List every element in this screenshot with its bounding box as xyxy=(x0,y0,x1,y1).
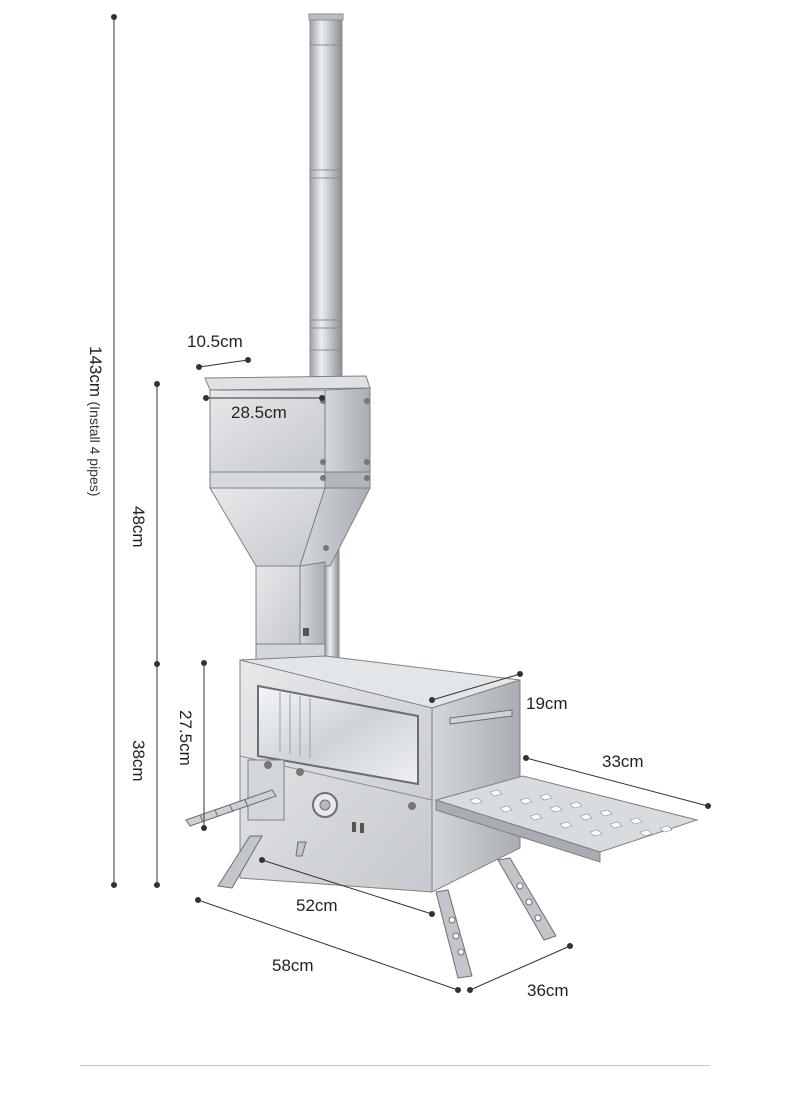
pellet-hopper xyxy=(204,375,371,665)
overall-length-label: 58cm xyxy=(272,956,314,975)
stove-legs xyxy=(217,835,557,979)
upper-height-value: 48cm xyxy=(129,506,148,548)
firebox-height-label: 27.5cm xyxy=(176,710,195,766)
total-height-value: 143cm xyxy=(86,346,105,398)
bottom-divider xyxy=(80,1065,710,1066)
firebox-body xyxy=(239,655,521,893)
total-height-note: (Install 4 pipes) xyxy=(87,401,103,497)
hopper-width-label: 28.5cm xyxy=(231,403,287,422)
left-shelf xyxy=(185,789,277,827)
hopper-depth-label: 10.5cm xyxy=(187,332,243,351)
lower-height-value: 38cm xyxy=(129,740,148,782)
body-depth-label: 19cm xyxy=(526,694,568,713)
lower-height-label: 38cm xyxy=(129,740,148,782)
overall-depth-label: 36cm xyxy=(527,981,569,1000)
upper-height-label: 48cm xyxy=(129,506,148,548)
body-length-label: 52cm xyxy=(296,896,338,915)
total-height-label: 143cm (Install 4 pipes) xyxy=(86,346,105,497)
shelf-length-label: 33cm xyxy=(602,752,644,771)
firebox-height-value: 27.5cm xyxy=(176,710,195,766)
dimension-lines xyxy=(111,14,711,993)
side-shelf xyxy=(434,775,699,863)
